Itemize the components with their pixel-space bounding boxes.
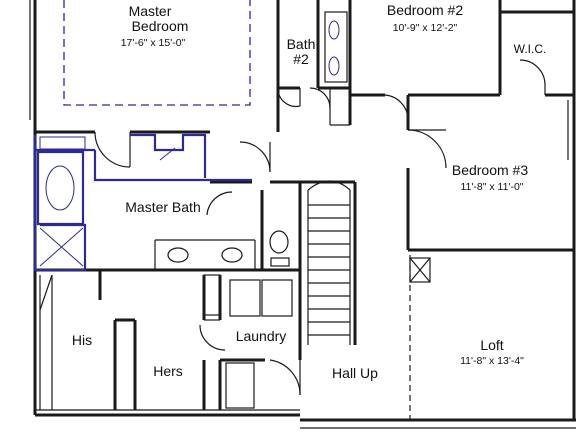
master-bedroom-label-line1: Master	[129, 3, 172, 19]
loft-dims: 11'-8" x 13'-4"	[460, 355, 524, 367]
tray-ceiling-outline	[63, 0, 251, 106]
room-labels: Master Bedroom 17'-6" x 15'-0" Bath #2 B…	[72, 2, 546, 381]
laundry-label: Laundry	[236, 328, 287, 344]
hers-label: Hers	[153, 363, 183, 379]
sinks	[167, 11, 348, 267]
master-bedroom-label-line2: Bedroom	[132, 18, 189, 34]
bedroom2-label: Bedroom #2	[387, 2, 463, 18]
bedroom3-dims: 11'-8" x 11'-0"	[460, 181, 523, 193]
loft-label: Loft	[480, 337, 503, 353]
master-bedroom-dims: 17'-6" x 15'-0"	[121, 37, 186, 49]
bath2-label-line1: Bath	[287, 36, 316, 52]
bath2-label-line2: #2	[293, 51, 309, 67]
bedroom3-label: Bedroom #3	[452, 162, 528, 178]
master-bath-label: Master Bath	[125, 199, 200, 215]
hall-label: Hall Up	[332, 365, 378, 381]
door-swings	[94, 59, 546, 396]
walls	[29, 0, 576, 429]
master-bath-fixtures	[33, 133, 252, 272]
staircase	[307, 180, 351, 345]
his-label: His	[72, 332, 92, 348]
bedroom2-dims: 10'-9" x 12'-2"	[393, 22, 458, 34]
laundry-appliances	[203, 274, 293, 409]
wic-label: W.I.C.	[514, 42, 547, 56]
